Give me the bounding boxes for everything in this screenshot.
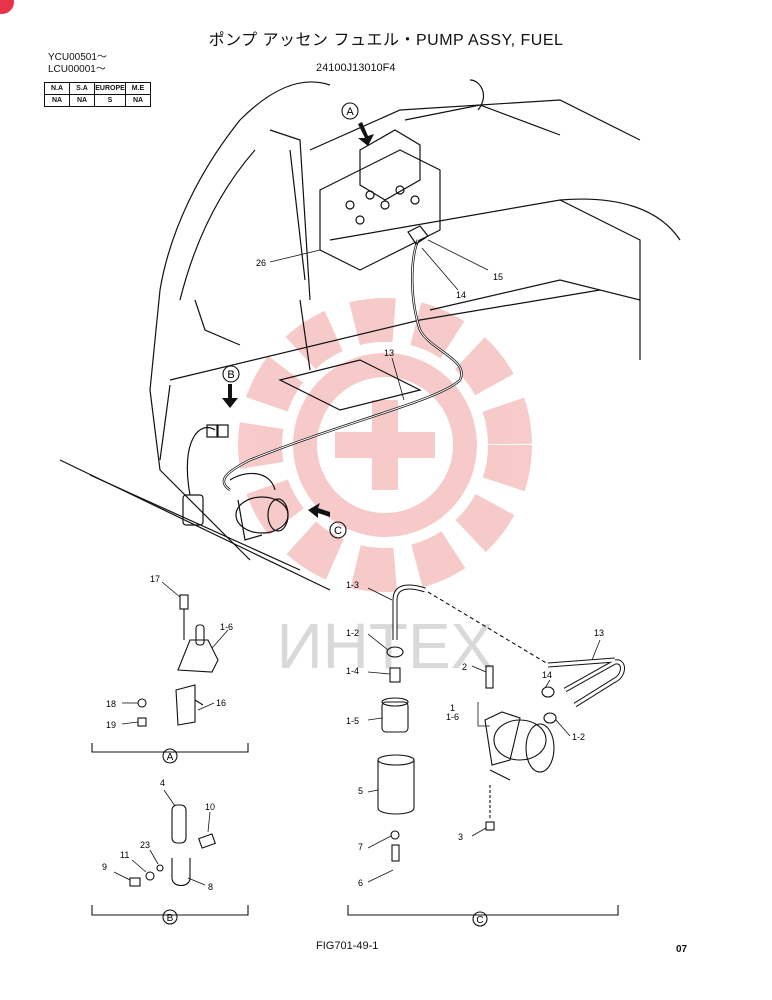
market-header-row: N.A S.A EUROPE M.E: [44, 82, 151, 95]
detail-c-marker: [472, 911, 488, 927]
part-number: 24100J13010F4: [316, 62, 396, 74]
callout-1: 1: [450, 703, 455, 713]
callout-3: 3: [458, 832, 463, 842]
serial-line-2: LCU00001～: [48, 64, 106, 75]
view-arrows: [222, 122, 374, 518]
serial-line-1: YCU00501～: [48, 52, 107, 63]
callout-17: 17: [150, 574, 160, 584]
callout-7: 7: [358, 842, 363, 852]
watermark-text: ИНТЕХ: [277, 610, 494, 682]
callout-10: 10: [205, 802, 215, 812]
view-marker-a: [341, 102, 359, 120]
callout-14: 14: [456, 290, 466, 300]
fuel-hose-core: [223, 239, 463, 491]
view-marker-c: [329, 521, 347, 539]
callout-1-6-detail: 1-6: [446, 712, 459, 722]
serial-range: YCU00501～ LCU00001～: [48, 52, 107, 76]
callout-18: 18: [106, 699, 116, 709]
detail-a-marker: [162, 748, 178, 764]
view-letter-a: A: [346, 106, 354, 118]
figure-number: FIG701-49-1: [316, 940, 379, 952]
callout-2: 2: [462, 662, 467, 672]
callout-4: 4: [160, 778, 165, 788]
leader-lines-c: [367, 587, 601, 883]
view-letter-b: B: [227, 369, 234, 381]
leader-lines-a: [121, 581, 229, 725]
callout-1-5: 1-5: [346, 716, 359, 726]
market-value-row: NA NA S NA: [44, 94, 151, 107]
callout-13: 13: [384, 348, 394, 358]
callout-19: 19: [106, 720, 116, 730]
callout-1-2: 1-2: [346, 628, 359, 638]
view-markers: [222, 102, 359, 539]
detail-b-clamp: [91, 804, 249, 925]
callout-1-2-detail: 1-2: [572, 732, 585, 742]
callout-11: 11: [120, 850, 129, 860]
detail-a-bracket: [91, 594, 249, 764]
view-letter-c: C: [334, 525, 342, 537]
callout-14-detail: 14: [542, 670, 552, 680]
callout-1-4: 1-4: [346, 666, 359, 676]
detail-c-pump-exploded: [347, 584, 625, 927]
detail-c-letter: C: [476, 915, 483, 926]
market-value: NA: [125, 94, 151, 107]
callout-23: 23: [140, 840, 150, 850]
machine-body: [59, 81, 681, 591]
callout-1-3: 1-3: [346, 580, 359, 590]
watermark-gear-logo: [238, 298, 532, 592]
callout-6: 6: [358, 878, 363, 888]
callout-16: 16: [216, 698, 226, 708]
detail-b-marker: [162, 909, 178, 925]
leader-lines-main: [269, 239, 489, 401]
callout-8: 8: [208, 882, 213, 892]
market-table: N.A S.A EUROPE M.E NA NA S NA: [44, 82, 151, 107]
tank-assembly: [319, 79, 484, 271]
pump-main-view: [182, 424, 289, 541]
view-marker-b: [222, 365, 240, 383]
detail-b-letter: B: [167, 913, 174, 924]
arrow-icon: [358, 122, 374, 146]
callout-9: 9: [102, 862, 107, 872]
callout-13-detail: 13: [594, 628, 604, 638]
hose-elbow: [407, 225, 429, 245]
arrow-icon: [222, 384, 238, 408]
arrow-icon: [308, 503, 330, 518]
callout-15: 15: [493, 272, 503, 282]
leader-lines-b: [113, 789, 211, 886]
page-number: 07: [676, 944, 688, 955]
diagram-title: ポンプ アッセン フュエル・PUMP ASSY, FUEL: [208, 32, 564, 49]
detail-a-letter: A: [167, 752, 174, 763]
callout-26: 26: [256, 258, 266, 268]
callout-5: 5: [358, 786, 363, 796]
callout-1-6: 1-6: [220, 622, 233, 632]
